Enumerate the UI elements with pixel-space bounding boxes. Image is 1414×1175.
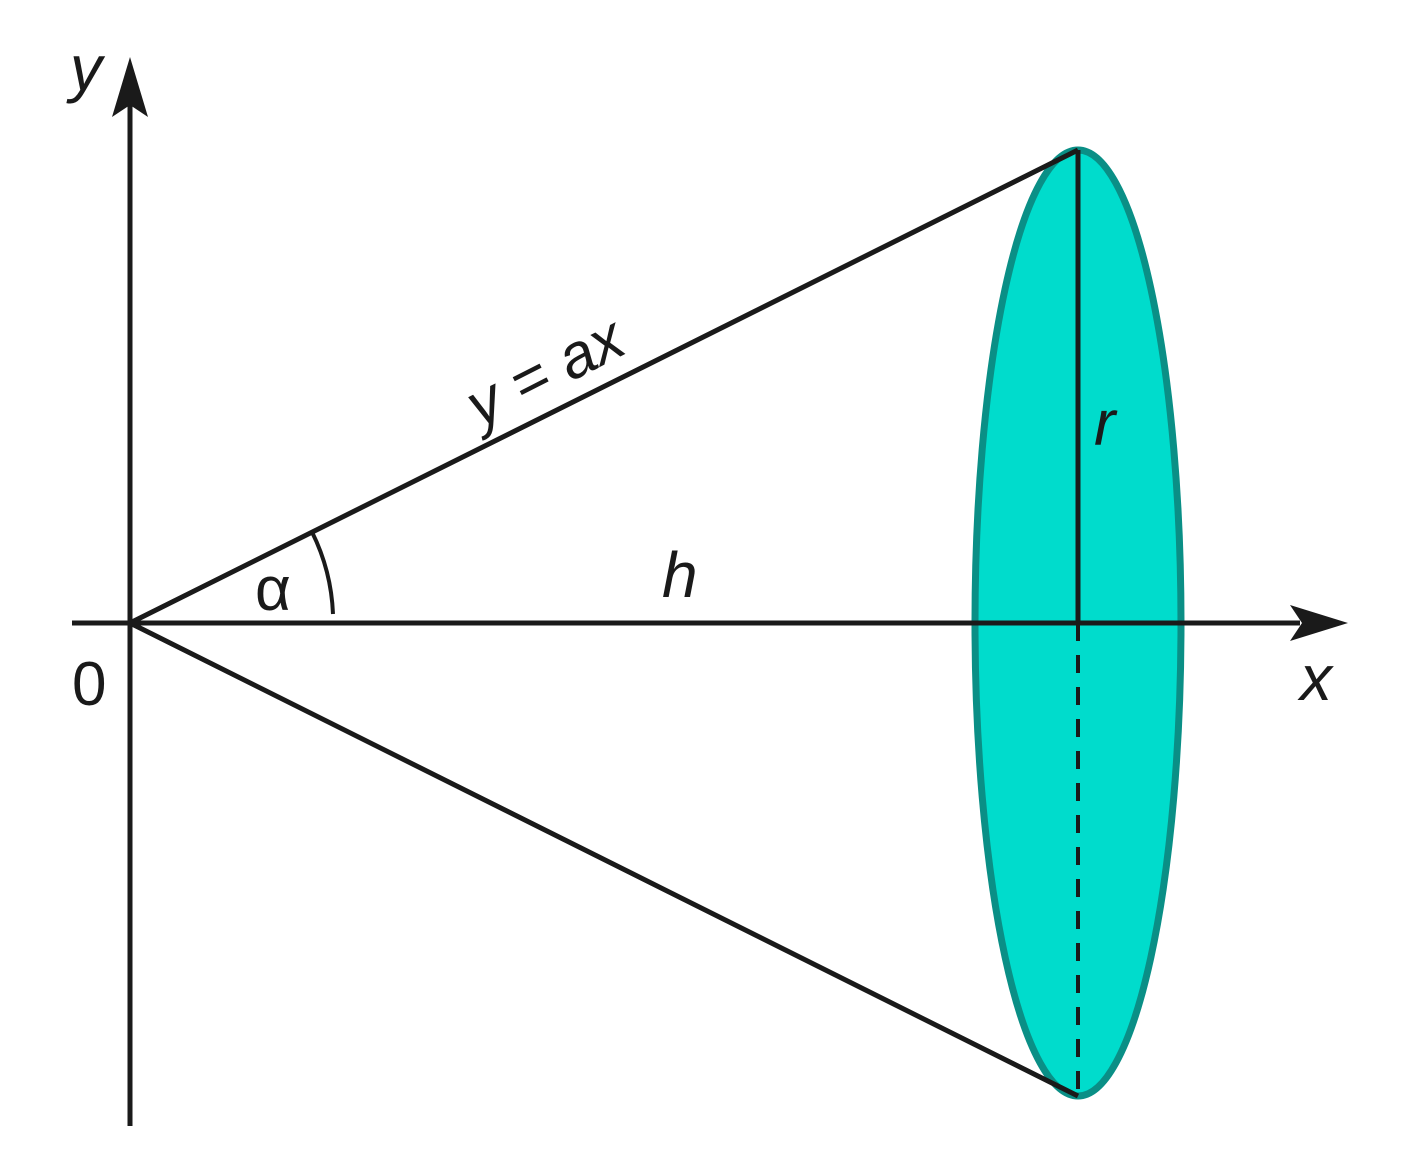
lower-generatrix-line [128, 620, 1080, 1099]
y-axis-label: y [66, 32, 106, 104]
upper-generatrix-line [128, 147, 1080, 626]
y-axis-arrow [112, 57, 148, 117]
origin-label: 0 [72, 650, 106, 719]
x-axis-label: x [1297, 642, 1334, 714]
height-label: h [662, 539, 698, 611]
x-axis-arrow [1290, 605, 1348, 641]
angle-arc [310, 531, 335, 615]
radius-label: r [1094, 387, 1118, 459]
line-equation-label: y = ax [451, 302, 637, 442]
angle-label: α [255, 555, 291, 624]
